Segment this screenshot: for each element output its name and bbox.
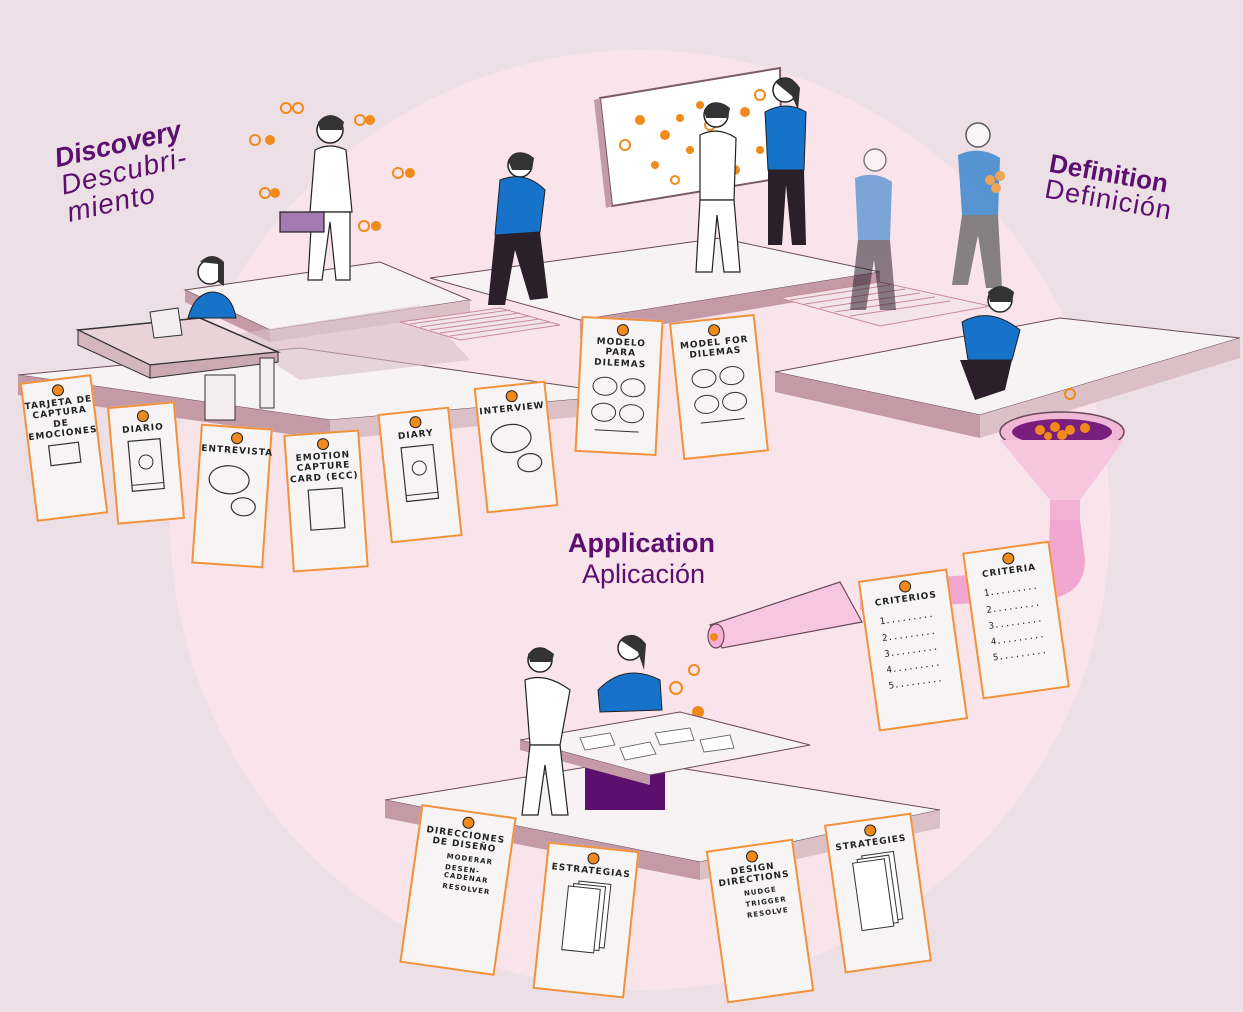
pin-icon	[461, 816, 476, 830]
card-strategies: STRATEGIES	[823, 812, 933, 974]
document-stack-icon	[852, 851, 904, 932]
application-table	[519, 711, 811, 810]
pin-icon	[745, 849, 759, 864]
pin-icon	[616, 323, 630, 337]
person-laptop	[187, 256, 237, 319]
card-model: MODEL FOR DILEMAS	[669, 313, 769, 461]
application-title-es: Aplicación	[582, 559, 706, 589]
card-diary: DIARY	[377, 406, 463, 544]
pin-icon	[408, 415, 423, 429]
card-estrategias-title: ESTRATEGIAS	[551, 862, 632, 881]
card-rectangle-icon	[48, 441, 82, 467]
card-modelo: MODELO PARA DILEMAS	[574, 315, 664, 457]
person-board-2	[764, 77, 807, 245]
pin-icon	[586, 851, 601, 866]
card-ecc: EMOTION CAPTURE CARD (ECC)	[283, 429, 369, 573]
pin-icon	[51, 383, 65, 397]
card-modelo-title: MODELO PARA DILEMAS	[593, 336, 647, 371]
card-estrategias: ESTRATEGIAS	[532, 841, 640, 999]
application-title: Application Aplicación	[568, 530, 715, 588]
card-diario: DIARIO	[106, 401, 186, 525]
person-crouching	[960, 286, 1021, 400]
pipe-marker	[707, 581, 863, 649]
card-tarjeta-title: TARJETA DE CAPTURA DE EMOCIONES	[24, 394, 99, 444]
card-diario-title: DIARIO	[121, 422, 165, 436]
person-basket	[279, 115, 353, 281]
criteria-list: 1......... 2......... 3......... 4......…	[983, 577, 1064, 667]
dilemma-bubbles-icon	[691, 365, 748, 424]
pin-icon	[863, 823, 877, 838]
card-interview: INTERVIEW	[473, 380, 559, 514]
orange-dots	[265, 115, 704, 738]
document-stack-icon	[561, 880, 612, 954]
person-application-2	[597, 634, 663, 713]
person-ghost-1	[850, 148, 896, 310]
whiteboard	[594, 66, 784, 208]
speech-bubbles-icon	[208, 465, 256, 517]
bridge-left	[399, 307, 561, 341]
diary-book-icon	[400, 444, 440, 503]
speech-bubbles-icon	[490, 424, 543, 473]
person-walking	[488, 152, 548, 305]
person-board-1	[695, 102, 741, 273]
pin-icon	[136, 409, 150, 423]
pin-icon	[316, 437, 330, 451]
card-ecc-title: EMOTION CAPTURE CARD (ECC)	[289, 450, 359, 486]
card-direcciones-title: DIRECCIONES DE DISEÑO	[425, 825, 506, 856]
person-ghost-2	[952, 122, 1005, 288]
application-title-en: Application	[568, 528, 715, 558]
card-entrevista-title: ENTREVISTA	[200, 443, 274, 459]
pin-icon	[505, 389, 519, 403]
criterios-list: 1......... 2......... 3......... 4......…	[879, 605, 962, 695]
dilemma-bubbles-icon	[591, 376, 646, 433]
card-tarjeta: TARJETA DE CAPTURA DE EMOCIONES	[19, 374, 109, 522]
pin-icon	[1001, 551, 1016, 566]
card-entrevista: ENTREVISTA	[191, 423, 274, 569]
diary-book-icon	[127, 438, 165, 493]
card-rectangle-icon	[307, 487, 346, 531]
desk	[75, 307, 281, 421]
person-application-1	[521, 647, 571, 816]
pin-icon	[898, 579, 912, 594]
card-diary-title: DIARY	[397, 428, 435, 443]
pin-icon	[707, 323, 721, 337]
card-model-title: MODEL FOR DILEMAS	[679, 334, 750, 362]
pin-icon	[230, 431, 244, 445]
